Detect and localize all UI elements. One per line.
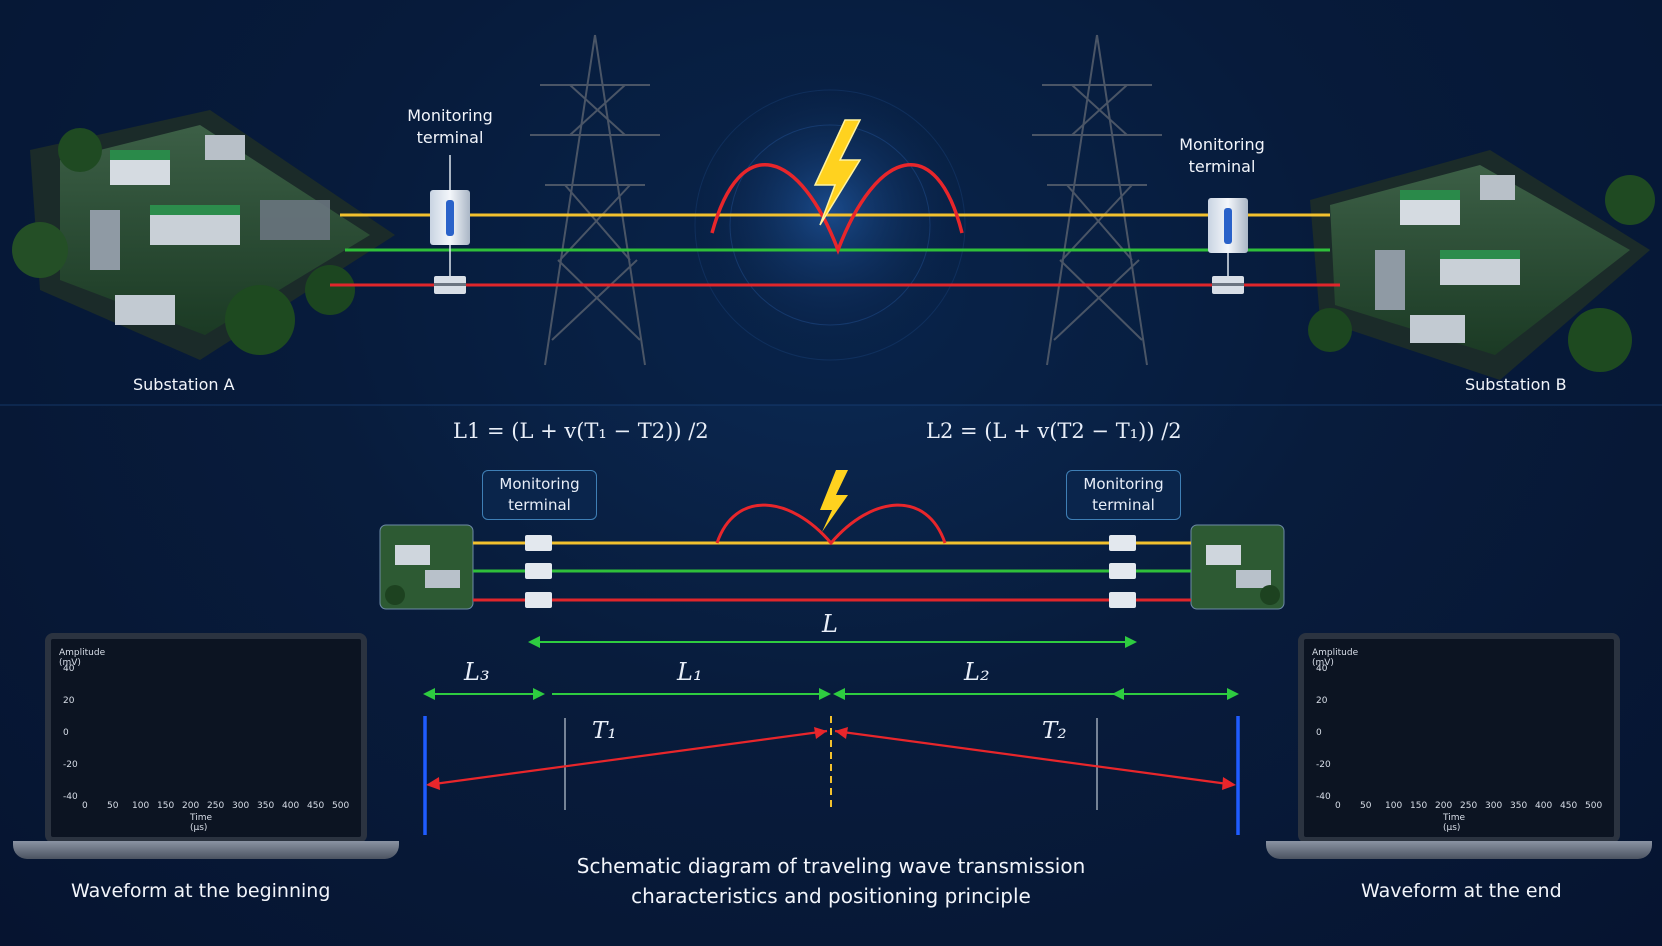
- x-tick-label: 200: [182, 801, 200, 811]
- arrow-L1: [552, 688, 831, 700]
- schematic-monitoring-terminal-right: Monitoring terminal: [1066, 470, 1181, 520]
- x-tick-label: 50: [1360, 801, 1372, 811]
- y-tick-label: 0: [1316, 728, 1322, 738]
- x-tick-label: 0: [82, 801, 88, 811]
- waveform-end-xlabel: Time (μs): [1443, 813, 1466, 833]
- x-tick-label: 250: [1460, 801, 1478, 811]
- transmission-tower-right: [1032, 34, 1162, 366]
- x-tick-label: 250: [207, 801, 225, 811]
- diagram-caption: Schematic diagram of traveling wave tran…: [576, 854, 1086, 908]
- x-tick-label: 300: [232, 801, 250, 811]
- x-tick-label: 50: [107, 801, 119, 811]
- wave-propagation-arrows: [426, 727, 1236, 790]
- schematic-substation-b-thumbnail: [1190, 524, 1285, 610]
- label-L2: L₂: [964, 658, 990, 686]
- y-tick-label: 20: [63, 696, 75, 706]
- top-lightning-bolt-icon: [813, 119, 862, 226]
- waveform-beginning-ylabel: Amplitude (mV): [59, 648, 106, 668]
- schematic-traveling-wave: [715, 503, 947, 546]
- fault-ripple-1: [729, 124, 931, 326]
- top-monitoring-device-right: [1208, 198, 1248, 294]
- label-L3: L₃: [464, 658, 490, 686]
- transmission-tower-left: [530, 34, 660, 366]
- laptop-base-end: [1266, 841, 1652, 859]
- substation-b-label: Substation B: [1465, 375, 1567, 394]
- top-monitoring-terminal-left-label: Monitoring terminal: [407, 106, 493, 147]
- substation-a-label: Substation A: [133, 375, 235, 394]
- x-tick-label: 450: [307, 801, 325, 811]
- laptop-base-beginning: [13, 841, 399, 859]
- x-tick-label: 450: [1560, 801, 1578, 811]
- waveform-beginning-caption: Waveform at the beginning: [71, 880, 331, 902]
- label-L1: L₁: [677, 658, 703, 686]
- waveform-end-ylabel: Amplitude (mV): [1312, 648, 1359, 668]
- x-tick-label: 500: [1585, 801, 1603, 811]
- x-tick-label: 350: [1510, 801, 1528, 811]
- laptop-screen-end: [1298, 633, 1620, 843]
- formula-l2: L2 = (L + v(T2 − T₁)) /2: [926, 419, 1182, 443]
- schematic-sensors-right: [1109, 535, 1136, 608]
- x-tick-label: 200: [1435, 801, 1453, 811]
- y-tick-label: 20: [1316, 696, 1328, 706]
- x-tick-label: 400: [1535, 801, 1553, 811]
- arrow-L3: [423, 688, 545, 700]
- schematic-monitoring-terminal-left: Monitoring terminal: [482, 470, 597, 520]
- label-T1: T₁: [592, 718, 617, 744]
- schematic-lightning-bolt-icon: [820, 470, 848, 532]
- schematic-sensors-left: [525, 535, 552, 608]
- x-tick-label: 500: [332, 801, 350, 811]
- y-tick-label: 40: [1316, 664, 1328, 674]
- y-tick-label: -20: [63, 760, 78, 770]
- x-tick-label: 400: [282, 801, 300, 811]
- substation-a-illustration: [12, 110, 395, 360]
- y-tick-label: 0: [63, 728, 69, 738]
- y-tick-label: 40: [63, 664, 75, 674]
- x-tick-label: 100: [1385, 801, 1403, 811]
- formula-l1: L1 = (L + v(T₁ − T2)) /2: [453, 419, 709, 443]
- waveform-end-caption: Waveform at the end: [1361, 880, 1562, 902]
- substation-b-illustration: [1308, 150, 1655, 380]
- top-monitoring-device-left: [430, 155, 470, 294]
- x-tick-label: 350: [257, 801, 275, 811]
- label-T2: T₂: [1042, 718, 1067, 744]
- waveform-beginning-xlabel: Time (μs): [190, 813, 213, 833]
- x-tick-label: 300: [1485, 801, 1503, 811]
- y-tick-label: -40: [63, 792, 78, 802]
- y-tick-label: -20: [1316, 760, 1331, 770]
- label-L: L: [822, 610, 838, 638]
- y-tick-label: -40: [1316, 792, 1331, 802]
- x-tick-label: 150: [157, 801, 175, 811]
- laptop-screen-beginning: [45, 633, 367, 843]
- arrow-L: [528, 636, 1137, 648]
- arrow-L2: [833, 688, 1239, 700]
- fault-ripple-2: [694, 89, 966, 361]
- top-traveling-wave: [710, 163, 964, 255]
- schematic-substation-a-thumbnail: [379, 524, 474, 610]
- x-tick-label: 150: [1410, 801, 1428, 811]
- top-monitoring-terminal-right-label: Monitoring terminal: [1179, 135, 1265, 176]
- x-tick-label: 0: [1335, 801, 1341, 811]
- x-tick-label: 100: [132, 801, 150, 811]
